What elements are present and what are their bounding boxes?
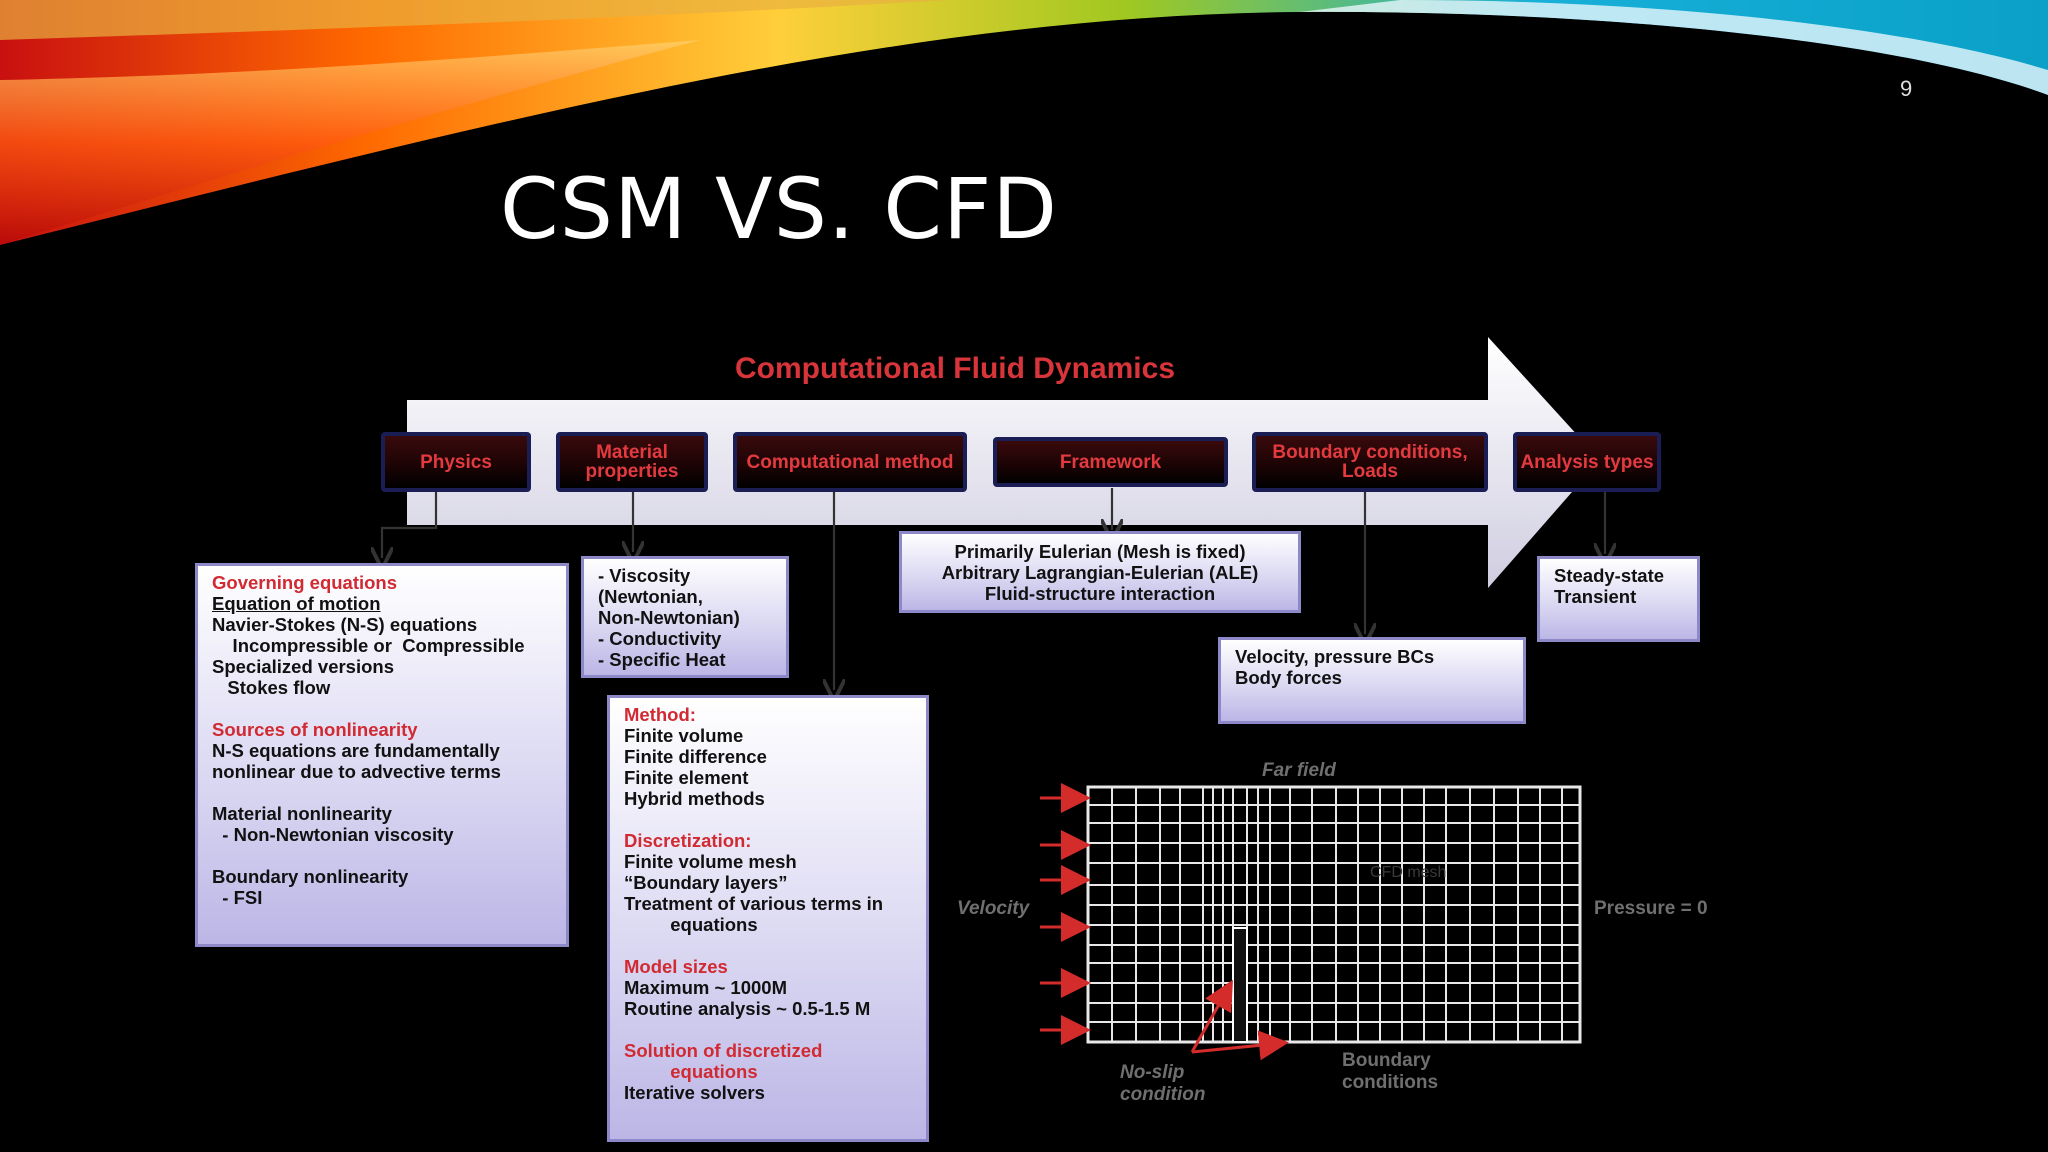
- physics-line: Incompressible or Compressible: [212, 635, 525, 656]
- method-line: [624, 1019, 912, 1040]
- cfd-mesh-grid: [1088, 787, 1580, 1042]
- physics-line: Governing equations: [212, 572, 398, 593]
- cfd-mesh-label: CFD mesh: [1370, 864, 1447, 881]
- framework-line: Fluid-structure interaction: [984, 583, 1216, 604]
- method-line: Finite element: [624, 767, 749, 788]
- method-line: Finite volume: [624, 725, 744, 746]
- method-line: Maximum ~ 1000M: [624, 977, 787, 998]
- physics-line: Sources of nonlinearity: [212, 719, 418, 740]
- slide-title: CSM VS. CFD: [500, 160, 1058, 258]
- method-line: Hybrid methods: [624, 788, 765, 809]
- physics-line: [212, 845, 552, 866]
- bc-line: Body forces: [1235, 667, 1342, 688]
- method-line: Solution of discretized: [624, 1040, 823, 1061]
- boundary-conditions-label: Boundary conditions: [1342, 1050, 1439, 1093]
- header-boundary-conditions: Boundary conditions, Loads: [1252, 432, 1488, 492]
- material-line: - Viscosity: [598, 565, 691, 586]
- material-line: - Conductivity: [598, 628, 722, 649]
- framework-line: Arbitrary Lagrangian-Eulerian (ALE): [941, 562, 1259, 583]
- page-number: 9: [1900, 76, 1913, 101]
- pressure-label: Pressure = 0: [1594, 898, 1708, 919]
- header-material-properties: Material properties: [556, 432, 708, 492]
- method-line: Discretization:: [624, 830, 752, 851]
- physics-line: Stokes flow: [212, 677, 331, 698]
- header-physics: Physics: [381, 432, 531, 492]
- physics-line: Boundary nonlinearity: [212, 866, 409, 887]
- physics-line: Navier-Stokes (N-S) equations: [212, 614, 478, 635]
- material-line: (Newtonian,: [598, 586, 703, 607]
- method-line: [624, 935, 912, 956]
- far-field-label: Far field: [1262, 760, 1336, 781]
- rainbow-swoosh: [0, 0, 2048, 245]
- physics-line: Specialized versions: [212, 656, 395, 677]
- framework-line: Primarily Eulerian (Mesh is fixed): [954, 541, 1246, 562]
- mesh-obstacle: [1232, 927, 1248, 1043]
- physics-line: [212, 782, 552, 803]
- method-line: Finite difference: [624, 746, 767, 767]
- physics-line: Equation of motion: [212, 593, 381, 614]
- method-line: equations: [624, 914, 758, 935]
- physics-line: nonlinear due to advective terms: [212, 761, 501, 782]
- material-line: Non-Newtonian): [598, 607, 740, 628]
- physics-line: Material nonlinearity: [212, 803, 392, 824]
- bc-line: Velocity, pressure BCs: [1235, 646, 1435, 667]
- analysis-line: Steady-state: [1554, 565, 1665, 586]
- physics-line: - Non-Newtonian viscosity: [212, 824, 454, 845]
- physics-line: [212, 698, 552, 719]
- material-line: - Specific Heat: [598, 649, 726, 670]
- header-analysis-types: Analysis types: [1513, 432, 1661, 492]
- method-line: Routine analysis ~ 0.5-1.5 M: [624, 998, 871, 1019]
- method-line: equations: [624, 1061, 758, 1082]
- velocity-label: Velocity: [957, 898, 1030, 919]
- analysis-line: Transient: [1554, 586, 1637, 607]
- method-line: Iterative solvers: [624, 1082, 765, 1103]
- method-line: Method:: [624, 704, 696, 725]
- framework-box: Primarily Eulerian (Mesh is fixed)Arbitr…: [899, 531, 1301, 613]
- no-slip-label: No-slip condition: [1120, 1062, 1206, 1105]
- method-line: “Boundary layers”: [624, 872, 788, 893]
- arrow-title: Computational Fluid Dynamics: [734, 352, 1176, 385]
- physics-line: N-S equations are fundamentally: [212, 740, 500, 761]
- method-line: Model sizes: [624, 956, 728, 977]
- header-computational-method: Computational method: [733, 432, 967, 492]
- method-line: Finite volume mesh: [624, 851, 797, 872]
- method-line: [624, 809, 912, 830]
- physics-line: - FSI: [212, 887, 263, 908]
- header-framework: Framework: [993, 437, 1228, 487]
- material-properties-box: - Viscosity(Newtonian,Non-Newtonian)- Co…: [581, 556, 789, 678]
- method-line: Treatment of various terms in: [624, 893, 884, 914]
